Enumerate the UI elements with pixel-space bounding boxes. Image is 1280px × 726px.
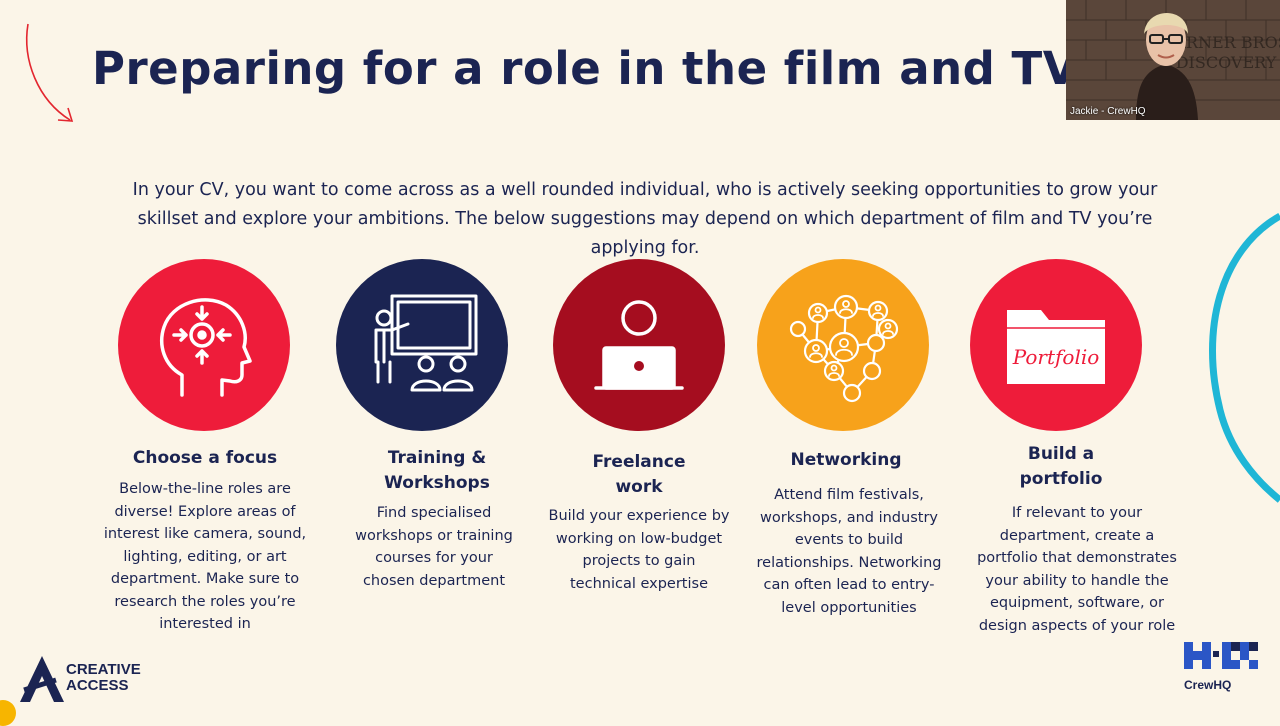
webcam-feed: WARNER BROS. DISCOVERY (1066, 0, 1280, 120)
card-title: Freelance work (592, 452, 686, 497)
card-title: Training & Workshops (384, 448, 490, 493)
head-focus-icon (118, 259, 290, 431)
laptop-user-icon (553, 259, 725, 431)
card-title: Networking (790, 450, 902, 470)
card-title: Build a portfolio (1019, 444, 1103, 489)
participant-name: Jackie - CrewHQ (1070, 106, 1146, 117)
card-description: Attend film festivals, workshops, and in… (756, 487, 942, 616)
network-icon (757, 259, 929, 431)
card-title: Choose a focus (132, 448, 278, 468)
crewhq-logo-icon (1184, 642, 1258, 669)
svg-text:DISCOVERY: DISCOVERY (1176, 53, 1277, 72)
creative-access-logo-text: CREATIVE ACCESS (66, 661, 141, 694)
slide-intro: In your CV, you want to come across as a… (132, 179, 1158, 258)
creative-access-logo-icon (20, 656, 64, 702)
slide-title: Preparing for a role in the film and TV … (92, 42, 1176, 95)
svg-text:WARNER BROS.: WARNER BROS. (1159, 33, 1280, 52)
decorative-dot (0, 700, 16, 726)
card-description: Find specialised workshops or training c… (355, 505, 513, 589)
card-description: Build your experience by working on low-… (548, 508, 730, 592)
arrow-decoration-icon (26, 23, 74, 122)
card-description: If relevant to your department, create a… (977, 505, 1177, 634)
folder-label: Portfolio (1012, 345, 1100, 369)
presentation-icon (336, 259, 508, 431)
webcam-video-tile[interactable]: WARNER BROS. DISCOVERY Jackie - CrewHQ (1066, 0, 1280, 120)
decorative-arc-icon (1209, 212, 1280, 503)
card-description: Below-the-line roles are diverse! Explor… (103, 481, 307, 632)
crewhq-logo-text: CrewHQ (1184, 678, 1232, 692)
portfolio-folder-icon: Portfolio (970, 259, 1142, 431)
